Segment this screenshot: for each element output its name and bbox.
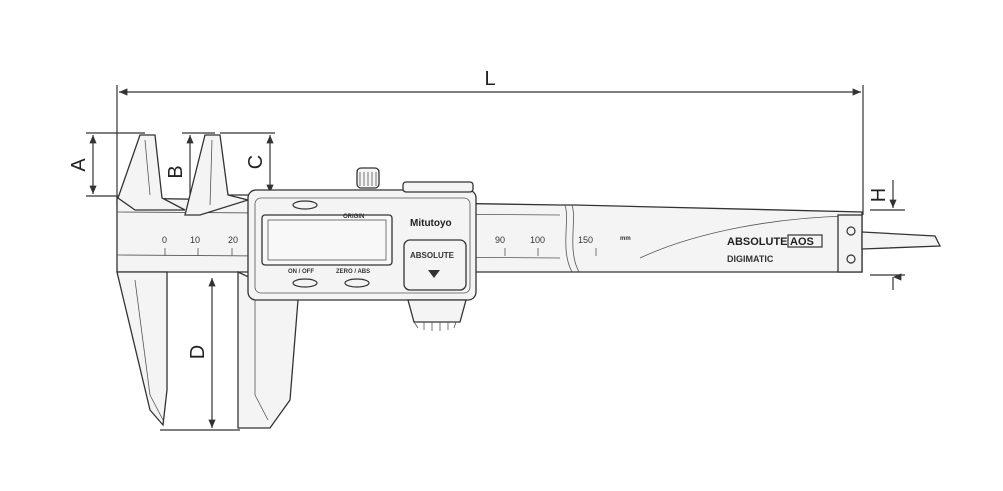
scale-label-150: 150 — [578, 235, 593, 245]
on-off-label: ON / OFF — [288, 269, 314, 275]
zero-abs-label: ZERO / ABS — [336, 269, 370, 275]
scale-label-10: 10 — [190, 235, 200, 245]
scale-label-100: 100 — [530, 235, 545, 245]
dimension-A: A — [68, 132, 145, 197]
scale-label-90: 90 — [495, 235, 505, 245]
absolute-badge-text: ABSOLUTE — [410, 251, 455, 260]
brand-logo: Mitutoyo — [410, 218, 452, 229]
dimension-L-label: L — [484, 68, 495, 90]
dimension-D-label: D — [187, 345, 209, 359]
dimension-H: H — [868, 180, 905, 290]
slider-body: ORIGIN ON / OFF ZERO / ABS Mitutoyo ABSO… — [247, 167, 477, 331]
beam-digimatic-text: DIGIMATIC — [727, 254, 774, 264]
dimension-C: C — [220, 132, 275, 196]
beam-aos-text: AOS — [790, 236, 814, 248]
dimension-H-label: H — [868, 188, 890, 202]
dimension-D: D — [160, 278, 240, 431]
beam-absolute-text: ABSOLUTE — [727, 236, 788, 248]
fixed-jaw — [116, 134, 186, 427]
dimension-C-label: C — [245, 155, 267, 169]
triangle-down-icon — [428, 270, 440, 278]
scale-label-0: 0 — [162, 235, 167, 245]
scale-ticks — [164, 248, 597, 256]
slider-jaw — [184, 134, 299, 429]
origin-label: ORIGIN — [343, 214, 364, 220]
dimension-A-label: A — [68, 158, 90, 172]
scale-unit: mm — [620, 236, 631, 242]
dimension-L: L — [116, 68, 864, 215]
scale-label-20: 20 — [228, 235, 238, 245]
dimension-B-label: B — [165, 165, 187, 178]
